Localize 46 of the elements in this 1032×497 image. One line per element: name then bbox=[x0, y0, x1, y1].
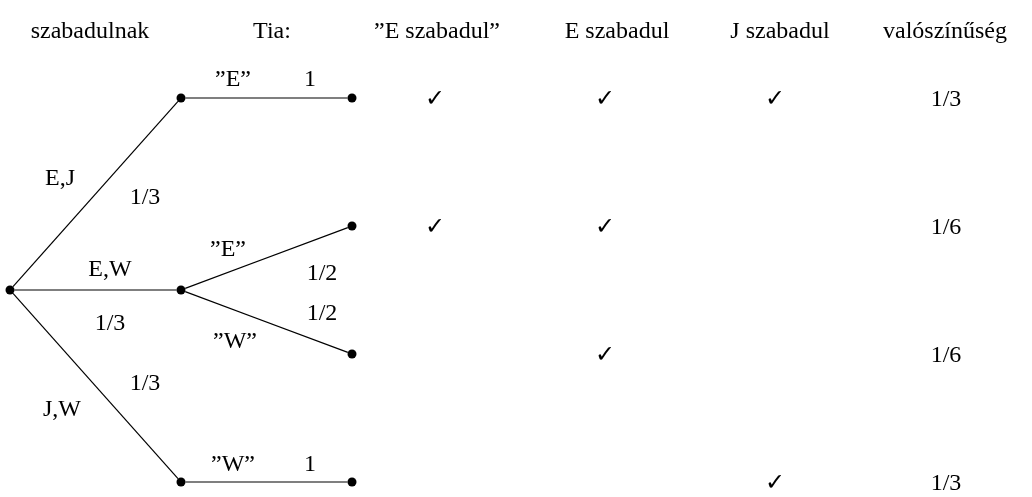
table-text: 1/6 bbox=[930, 342, 962, 366]
column-header: szabadulnak bbox=[30, 18, 150, 42]
table-text: 1/2 bbox=[306, 300, 338, 324]
tree-node-dot bbox=[347, 349, 357, 359]
tree-node-dot bbox=[347, 93, 357, 103]
edge-label: ”W” bbox=[213, 328, 257, 352]
table-text: 1 bbox=[304, 451, 316, 475]
table-text: ✓ bbox=[765, 86, 785, 110]
table-text: ✓ bbox=[765, 470, 785, 494]
table-text: 1/3 bbox=[930, 86, 962, 110]
tree-node-dot bbox=[347, 221, 357, 231]
table-text: 1/3 bbox=[930, 470, 962, 494]
branch-line bbox=[184, 481, 349, 483]
edge-label: ”E” bbox=[210, 236, 246, 260]
table-text: ✓ bbox=[595, 86, 615, 110]
branch-line bbox=[12, 292, 179, 480]
table-text: ✓ bbox=[595, 342, 615, 366]
branch-line bbox=[184, 97, 349, 99]
column-header: J szabadul bbox=[730, 18, 830, 42]
edge-label: J,W bbox=[43, 396, 81, 420]
edge-label: E,J bbox=[45, 165, 75, 189]
tree-node-dot bbox=[5, 285, 15, 295]
table-text: 1/3 bbox=[94, 310, 126, 334]
branch-line bbox=[12, 100, 179, 288]
tree-node-dot bbox=[176, 93, 186, 103]
branch-line bbox=[184, 227, 349, 290]
branch-line bbox=[184, 290, 349, 354]
column-header: valószínűség bbox=[883, 18, 1007, 42]
table-text: ✓ bbox=[425, 86, 445, 110]
column-header: ”E szabadul” bbox=[374, 18, 500, 42]
tree-node-dot bbox=[347, 477, 357, 487]
tree-node-dot bbox=[176, 477, 186, 487]
table-text: 1 bbox=[304, 66, 316, 90]
table-text: ✓ bbox=[595, 214, 615, 238]
table-text: 1/3 bbox=[129, 370, 161, 394]
table-text: 1/2 bbox=[306, 260, 338, 284]
table-text: 1/3 bbox=[129, 184, 161, 208]
branch-line bbox=[13, 289, 178, 291]
column-header: E szabadul bbox=[564, 18, 670, 42]
table-text: 1/6 bbox=[930, 214, 962, 238]
edge-label: ”W” bbox=[211, 451, 255, 475]
edge-label: ”E” bbox=[215, 66, 251, 90]
edge-label: E,W bbox=[88, 256, 132, 280]
tree-node-dot bbox=[176, 285, 186, 295]
table-text: ✓ bbox=[425, 214, 445, 238]
column-header: Tia: bbox=[253, 18, 291, 42]
